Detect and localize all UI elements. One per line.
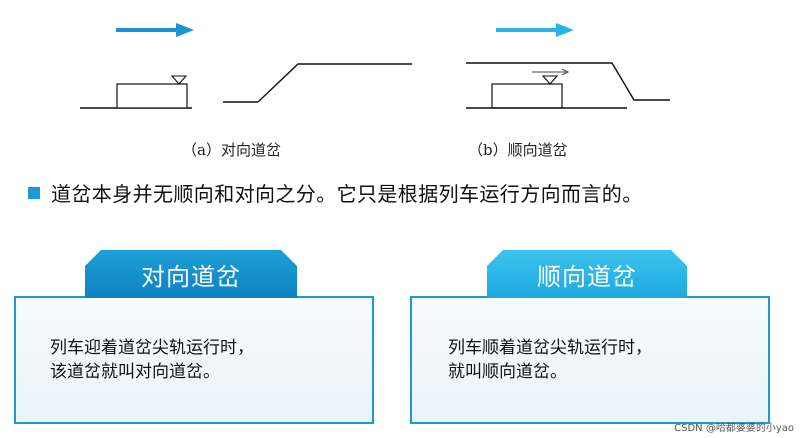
direction-arrow-b-head bbox=[556, 23, 574, 37]
caption-facing-switch: （a）对向道岔 bbox=[182, 141, 281, 159]
credit-text: CSDN @哈都婆婆的小yao bbox=[674, 423, 794, 434]
facing-definition-line-2: 该道岔就叫对向道岔。 bbox=[50, 362, 220, 382]
trailing-definition-box bbox=[410, 296, 770, 424]
caption-trailing-switch: （b）顺向道岔 bbox=[468, 141, 568, 159]
statement-line: 道岔本身并无顺向和对向之分。它只是根据列车运行方向而言的。 bbox=[28, 178, 643, 207]
switch-diverge-b bbox=[466, 62, 670, 101]
bullet-square-icon bbox=[28, 186, 40, 199]
facing-definition-title: 对向道岔 bbox=[141, 262, 241, 291]
train-arrow-b-head bbox=[561, 68, 570, 76]
switch-diagrams bbox=[80, 23, 670, 109]
trailing-definition-line-2: 就叫顺向道岔。 bbox=[448, 362, 567, 382]
tab-corner-cut bbox=[281, 250, 297, 266]
trailing-definition-tab: 顺向道岔 bbox=[487, 250, 687, 298]
switch-diverge-a bbox=[257, 63, 412, 103]
train-marker-b bbox=[541, 75, 559, 85]
statement-text: 道岔本身并无顺向和对向之分。它只是根据列车运行方向而言的。 bbox=[51, 182, 643, 206]
tab-corner-cut bbox=[671, 250, 687, 266]
panel-a-diagram bbox=[80, 23, 412, 109]
trailing-definition-text: 列车顺着道岔尖轨运行时， 就叫顺向道岔。 bbox=[448, 336, 652, 384]
tab-corner-cut bbox=[85, 250, 101, 266]
trailing-definition-line-1: 列车顺着道岔尖轨运行时， bbox=[448, 338, 652, 358]
train-body-b bbox=[491, 83, 563, 109]
facing-definition-tab: 对向道岔 bbox=[85, 250, 297, 298]
direction-arrow-a-head bbox=[176, 23, 194, 37]
trailing-definition-title: 顺向道岔 bbox=[537, 262, 637, 291]
facing-definition-line-1: 列车迎着道岔尖轨运行时， bbox=[50, 338, 254, 358]
panel-b-diagram bbox=[466, 23, 670, 109]
tab-corner-cut bbox=[487, 250, 503, 266]
train-body-a bbox=[116, 83, 188, 109]
facing-definition-text: 列车迎着道岔尖轨运行时， 该道岔就叫对向道岔。 bbox=[50, 336, 254, 384]
train-marker-a bbox=[170, 75, 188, 85]
